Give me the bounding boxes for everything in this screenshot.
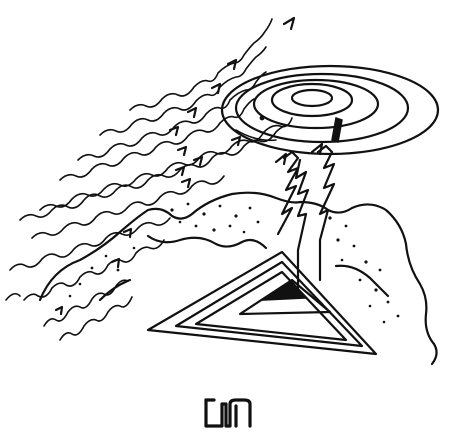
triangle-pyramid-icon — [148, 252, 376, 354]
lightning-bolt-icon — [276, 144, 334, 290]
cloud-swirl-icon — [222, 66, 438, 154]
